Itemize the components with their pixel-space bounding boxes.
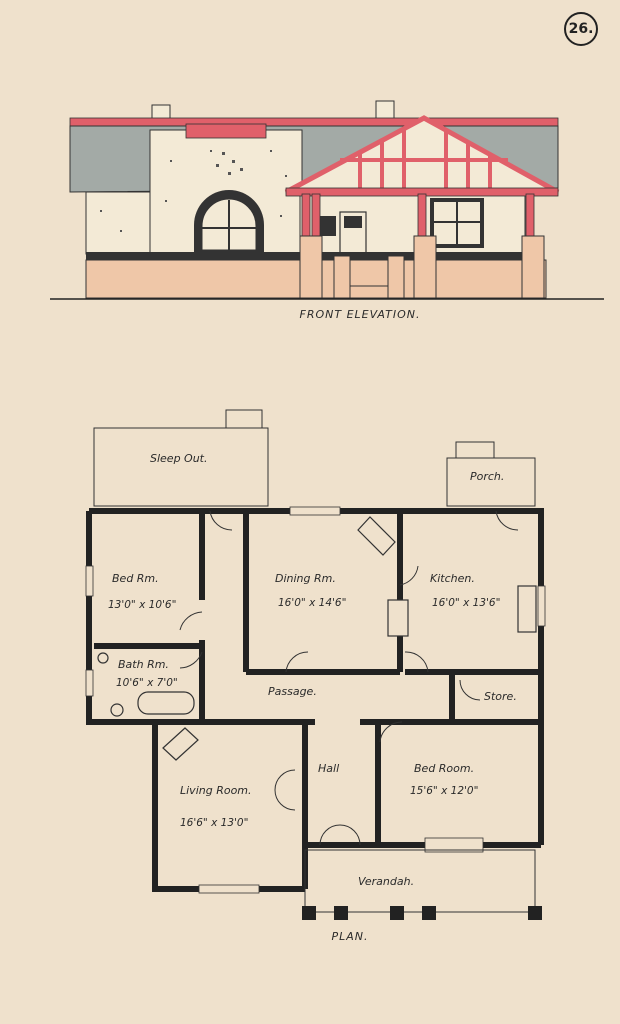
size-kitchen: 16'0" x 13'6"	[432, 597, 500, 609]
size-bed-rm: 13'0" x 10'6"	[108, 599, 176, 611]
plan-caption: PLAN.	[331, 930, 368, 943]
elevation-caption: FRONT ELEVATION.	[300, 308, 421, 321]
label-store: Store.	[484, 690, 517, 703]
page-number: 26.	[564, 12, 598, 46]
label-porch: Porch.	[470, 470, 504, 483]
label-passage: Passage.	[268, 685, 317, 698]
front-steps	[349, 285, 389, 299]
label-dining-rm: Dining Rm.	[275, 572, 336, 585]
label-kitchen: Kitchen.	[430, 572, 475, 585]
door-swings	[179, 510, 519, 846]
label-bed-room: Bed Room.	[414, 762, 474, 775]
verandah-piers	[302, 906, 542, 920]
size-bath-rm: 10'6" x 7'0"	[116, 677, 178, 689]
sleep-out-outline	[93, 427, 269, 507]
wall-left	[85, 191, 152, 255]
label-sleep-out: Sleep Out.	[150, 452, 208, 465]
wc	[110, 703, 124, 717]
size-bed-room: 15'6" x 12'0"	[410, 785, 478, 797]
front-elevation: FRONT ELEVATION.	[50, 100, 604, 321]
verandah-outline	[304, 849, 536, 913]
gable-studs	[340, 130, 508, 190]
size-living-room: 16'6" x 13'0"	[180, 817, 248, 829]
fireplaces	[162, 516, 537, 761]
label-living-room: Living Room.	[180, 784, 252, 797]
sleep-out-steps	[225, 409, 263, 429]
pier-columns	[299, 235, 545, 299]
size-dining-rm: 16'0" x 14'6"	[278, 597, 346, 609]
label-bath-rm: Bath Rm.	[118, 658, 169, 671]
floor-plan: Sleep Out. Porch. Bed Rm. 13'0" x 10'6" …	[85, 409, 546, 943]
basin	[97, 652, 109, 664]
walls	[86, 508, 544, 892]
side-light	[318, 216, 336, 236]
bath-tub	[137, 691, 195, 715]
roof-ridge	[69, 117, 559, 127]
gable-band	[185, 123, 267, 139]
label-hall: Hall	[318, 762, 339, 775]
label-bed-rm: Bed Rm.	[112, 572, 159, 585]
windows	[85, 506, 546, 894]
porch-steps	[455, 441, 495, 459]
label-verandah: Verandah.	[358, 875, 414, 888]
render-texture	[100, 150, 287, 232]
